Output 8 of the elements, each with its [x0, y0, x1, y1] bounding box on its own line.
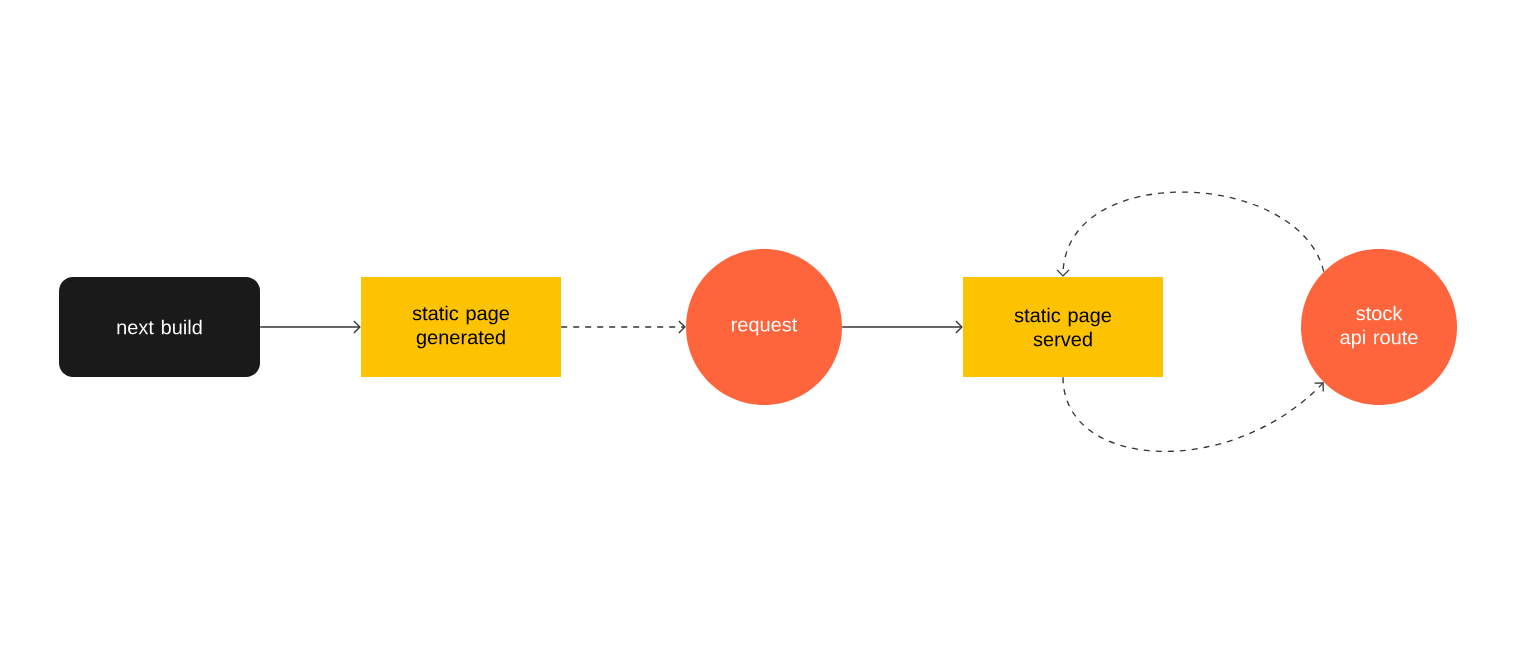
arrow [1056, 191, 1325, 277]
arrow [1062, 376, 1324, 452]
arrow [560, 320, 686, 334]
process-box: static page served [963, 277, 1163, 377]
arrow [841, 320, 963, 334]
arrow [259, 320, 361, 334]
process-box: static page generated [361, 277, 561, 377]
terminal-box: next build [59, 277, 260, 377]
